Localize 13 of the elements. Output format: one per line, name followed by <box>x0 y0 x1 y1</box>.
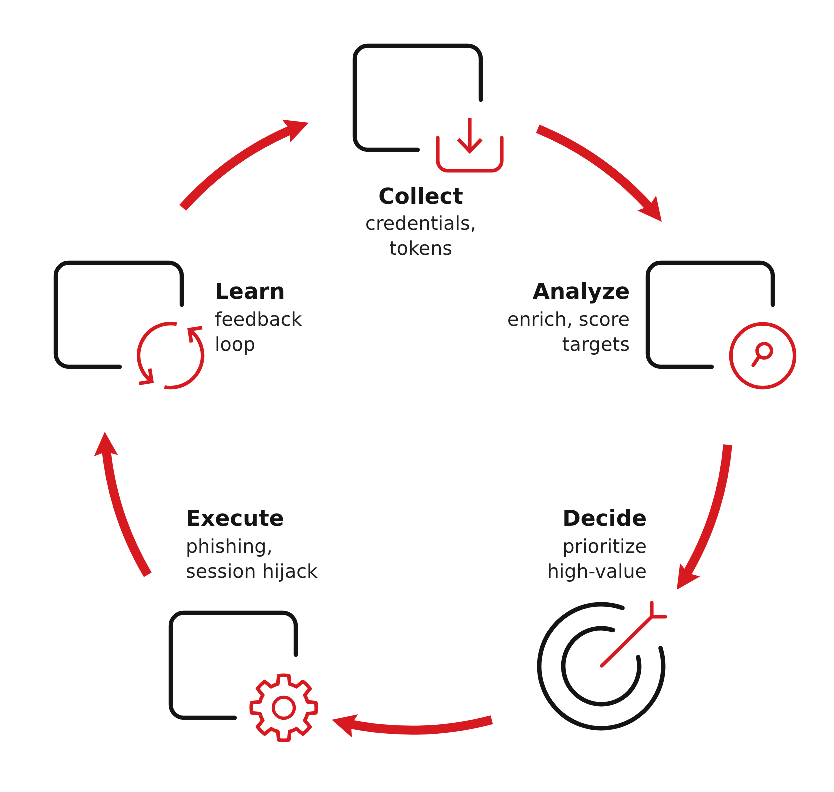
arrow <box>180 118 311 212</box>
stage-description: phishing, session hijack <box>186 535 320 585</box>
stage-title: Execute <box>186 506 286 534</box>
arrow <box>331 712 493 736</box>
stage-title: Collect <box>378 184 464 212</box>
arrow <box>96 432 152 578</box>
stage-title: Learn <box>215 279 286 307</box>
stage-title: Analyze <box>532 279 630 307</box>
stage-description: credentials, tokens <box>364 212 478 262</box>
stage-description: enrich, score targets <box>506 308 630 358</box>
stage-description: feedback loop <box>215 308 304 358</box>
stage-description: prioritize high-value <box>546 535 647 585</box>
stage-title: Decide <box>562 506 647 534</box>
